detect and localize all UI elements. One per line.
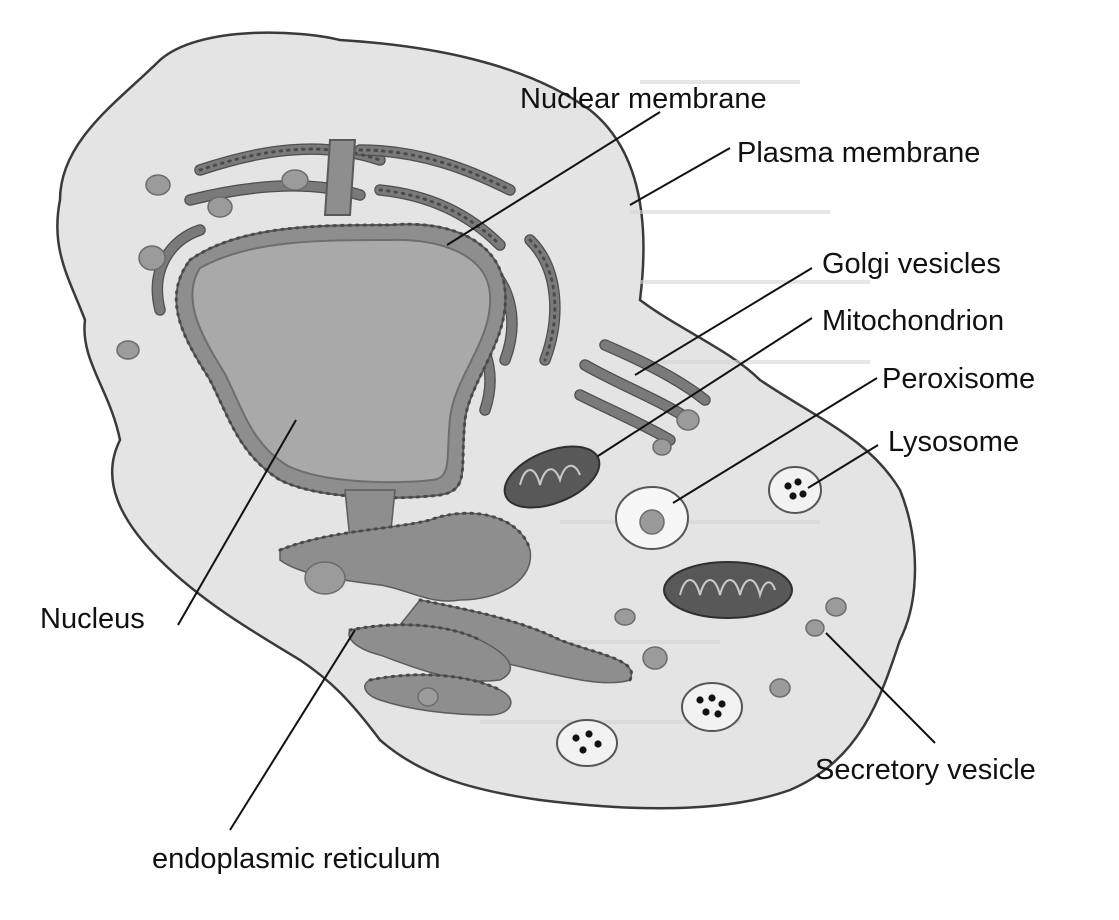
background-texture [420, 80, 870, 724]
leader-mitochondrion [597, 317, 813, 457]
leader-secretory-vesicle [825, 632, 936, 744]
leader-lysosome [807, 444, 879, 489]
leader-nuclear-membrane [446, 111, 661, 246]
secretory-vesicles [116, 169, 847, 707]
label-golgi-vesicles: Golgi vesicles [822, 248, 1001, 280]
label-nucleus: Nucleus [40, 603, 145, 635]
leader-lines [177, 111, 936, 831]
nucleus-body [191, 238, 492, 484]
label-secretory-vesicle: Secretory vesicle [815, 754, 1036, 786]
peroxisome [615, 486, 689, 550]
lysosome-2 [681, 682, 743, 732]
label-mitochondrion: Mitochondrion [822, 305, 1004, 337]
label-endoplasmic-reticulum: endoplasmic reticulum [152, 843, 441, 875]
lysosome-3 [556, 719, 618, 767]
label-nuclear-membrane: Nuclear membrane [520, 83, 767, 115]
leader-peroxisome [672, 377, 878, 504]
label-peroxisome: Peroxisome [882, 363, 1035, 395]
mitochondrion-2 [663, 561, 793, 619]
leader-endoplasmic-reticulum [229, 629, 356, 831]
lysosome-1 [768, 466, 822, 514]
leader-golgi-vesicles [634, 267, 813, 376]
leader-plasma-membrane [629, 147, 731, 206]
label-lysosome: Lysosome [888, 426, 1019, 458]
endoplasmic-reticulum-lower [278, 489, 634, 716]
leader-nucleus [177, 419, 297, 626]
label-plasma-membrane: Plasma membrane [737, 137, 980, 169]
mitochondrion-1 [503, 445, 601, 509]
